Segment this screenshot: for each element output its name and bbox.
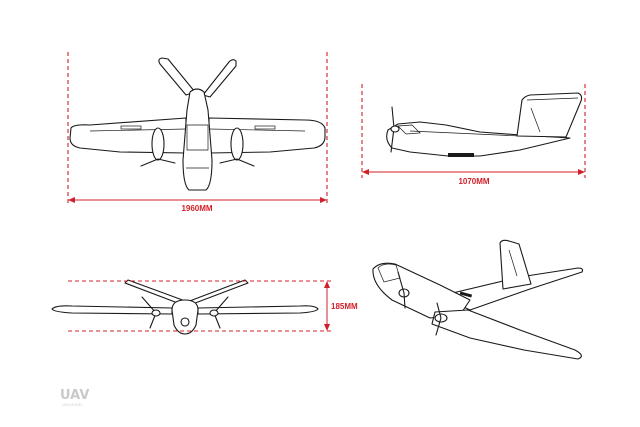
front-view-fuselage xyxy=(171,299,199,335)
top-view-right-tail xyxy=(202,59,237,98)
side-view-tail xyxy=(516,92,583,138)
perspective-fuselage xyxy=(372,262,471,319)
side-view xyxy=(386,92,583,157)
watermark-logo-text: UAV xyxy=(60,388,89,403)
top-view-left-motor xyxy=(151,127,165,161)
length-label: 1070MM xyxy=(458,177,489,186)
top-view-right-prop xyxy=(219,158,255,167)
watermark-logo: UAV UAV-MODEL xyxy=(60,388,89,407)
wingspan-dimension: 1960MM xyxy=(67,52,328,213)
height-label: 185MM xyxy=(331,302,358,311)
side-view-battery xyxy=(448,153,474,157)
height-dimension: 185MM xyxy=(68,280,358,332)
perspective-right-prop xyxy=(435,302,442,336)
front-view xyxy=(51,279,319,335)
top-view-fuselage xyxy=(182,88,213,191)
wingspan-label: 1960MM xyxy=(181,204,212,213)
perspective-tail xyxy=(499,239,532,290)
front-view-right-wing xyxy=(197,305,319,315)
perspective-near-wing xyxy=(431,309,582,360)
perspective-view xyxy=(372,239,584,360)
perspective-left-prop xyxy=(397,271,406,309)
top-view-left-wing xyxy=(69,117,187,154)
top-view-right-wing xyxy=(208,117,326,154)
length-dimension: 1070MM xyxy=(361,84,586,186)
side-view-fuselage xyxy=(386,121,571,157)
front-view-right-tail xyxy=(186,279,249,306)
top-view-right-motor xyxy=(230,127,244,161)
perspective-far-wing xyxy=(439,267,584,311)
top-view xyxy=(69,57,326,191)
top-view-left-tail xyxy=(158,57,196,96)
watermark-sub-text: UAV-MODEL xyxy=(62,403,83,407)
top-view-left-prop xyxy=(140,158,176,167)
